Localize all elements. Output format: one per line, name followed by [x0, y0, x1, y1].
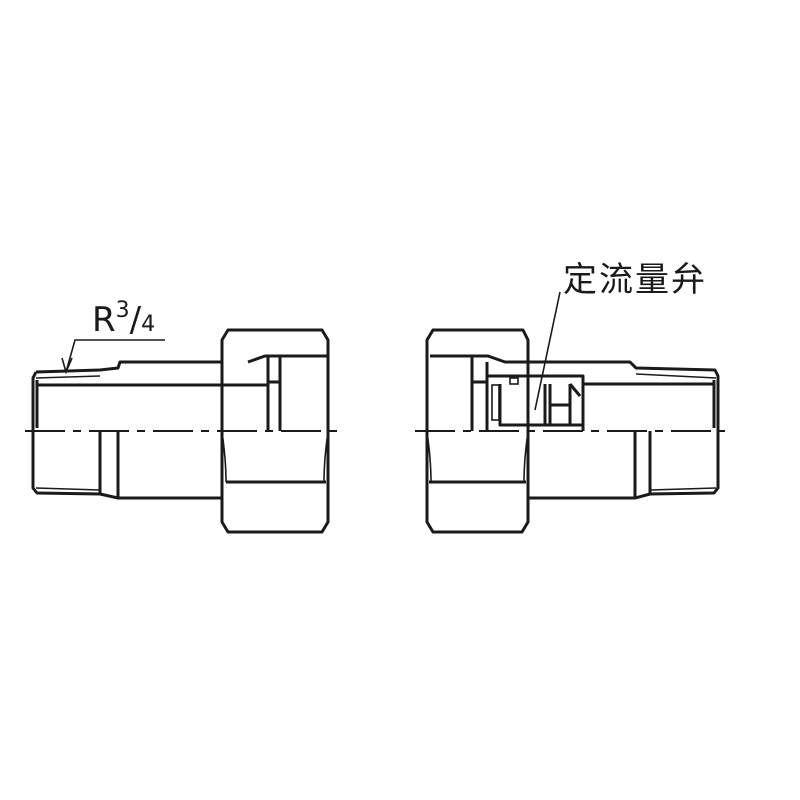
thread-denominator: 4	[141, 312, 156, 337]
thread-prefix: R	[92, 300, 116, 340]
left-hex-nut	[220, 328, 330, 534]
valve-leader	[534, 291, 561, 411]
thread-size-label: R3/4	[92, 298, 155, 340]
right-hex-nut	[425, 328, 530, 534]
left-pipe-outline	[31, 371, 222, 500]
valve-label: 定流量弁	[563, 260, 707, 300]
thread-numerator: 3	[115, 298, 130, 323]
thread-slash: /	[129, 300, 142, 340]
thread-leader	[65, 339, 165, 373]
left-fitting	[31, 328, 330, 534]
right-fitting	[425, 291, 720, 534]
flow-valve-body	[487, 374, 585, 431]
